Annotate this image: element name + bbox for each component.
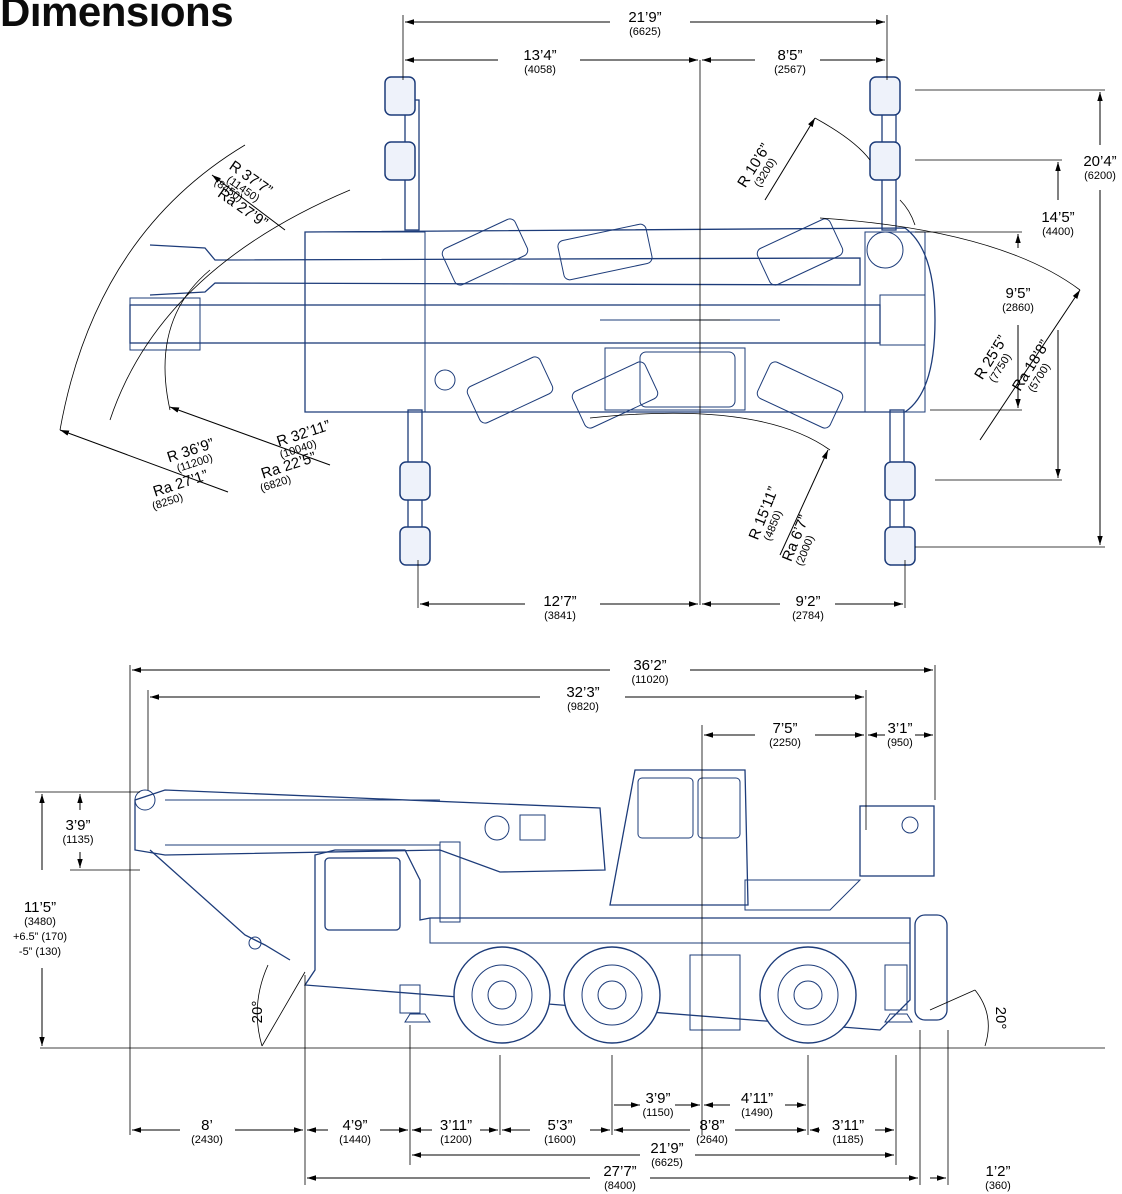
center-to-axle3-label: 4’11”: [741, 1090, 773, 1107]
width-retracted-mm: (2860): [1002, 302, 1034, 314]
center-to-rear-label: 8’5”: [777, 47, 802, 64]
turret-to-rear-label: 7’5”: [772, 720, 797, 737]
outrigger-pads: [384, 76, 916, 566]
turret-to-rear-mm: (2250): [769, 737, 801, 749]
side-view: 36’2” (11020) 32’3” (9820) 7’5” (2250) 3…: [13, 657, 1105, 1192]
outrigger-base-mm: (6625): [651, 1157, 683, 1169]
outrigger-to-axle1-label: 3’11”: [440, 1117, 472, 1134]
axle3-to-rear-outrigger-mm: (1185): [833, 1134, 864, 1146]
wheels-side: [453, 946, 857, 1044]
boom-length-mm: (9820): [567, 701, 599, 713]
outrigger-span-mid-label: 14’5”: [1041, 209, 1074, 226]
width-overall-mm: (6625): [629, 26, 661, 38]
outrigger-span-full-label: 20’4”: [1083, 153, 1116, 170]
wheels-top: [441, 218, 844, 429]
outrigger-span-full-mm: (6200): [1084, 170, 1116, 182]
approach-arc: [256, 964, 269, 1047]
axle1-to-axle2-mm: (1600): [544, 1134, 576, 1146]
boom-top: [129, 244, 881, 351]
width-overall-label: 21’9”: [628, 9, 661, 26]
outrigger-base-label: 21’9”: [650, 1140, 683, 1157]
axle1-to-axle2-label: 5’3”: [547, 1117, 572, 1134]
axle-span-mm: (2640): [696, 1134, 728, 1146]
rear-overhang-top-mm: (950): [887, 737, 913, 749]
rear-overhang-bottom-mm: (360): [985, 1180, 1011, 1192]
overall-height-minus: -5” (130): [19, 946, 61, 958]
departure-angle-label: 20°: [992, 1007, 1009, 1030]
top-view: 21’9” (6625) 13’4” (4058) 8’5” (2567) 12…: [59, 9, 1117, 622]
overall-height-label: 11’5”: [24, 899, 56, 916]
axle2-to-center-label: 3’9”: [645, 1090, 670, 1107]
front-to-outrigger-label: 4’9”: [342, 1117, 367, 1134]
boom-length-label: 32’3”: [566, 684, 599, 701]
width-retracted-label: 9’5”: [1005, 285, 1030, 302]
upper-cab: [609, 769, 935, 911]
boom-head-height-mm: (1135): [63, 834, 94, 846]
radius-leaders: [59, 117, 1081, 556]
overall-height-mm: (3480): [24, 916, 56, 928]
axle2-to-center-mm: (1150): [643, 1107, 674, 1119]
swing-arcs: [59, 117, 1081, 451]
axle-span-label: 8’8”: [699, 1117, 724, 1134]
outrigger-span-mid-mm: (4400): [1042, 226, 1074, 238]
outrigger-to-axle1-mm: (1200): [440, 1134, 472, 1146]
rear-outrigger-spread-label: 12’7”: [543, 593, 576, 610]
center-to-rear-mm: (2567): [774, 64, 806, 76]
center-to-front-outrigger-label: 9’2”: [795, 593, 820, 610]
axle3-to-rear-outrigger-label: 3’11”: [832, 1117, 864, 1134]
carrier-length-mm: (8400): [604, 1180, 636, 1192]
length-overall-mm: (11020): [631, 674, 668, 686]
boom-side: [134, 789, 606, 961]
front-to-outrigger-mm: (1440): [339, 1134, 371, 1146]
rear-overhang-top-label: 3’1”: [887, 720, 912, 737]
center-to-front-outrigger-mm: (2784): [792, 610, 824, 622]
page-title: Dimensions: [0, 0, 234, 35]
carrier-top: [304, 227, 936, 413]
front-overhang-mm: (2430): [191, 1134, 223, 1146]
boom-head-height-label: 3’9”: [65, 817, 90, 834]
rear-overhang-bottom-label: 1’2”: [985, 1163, 1010, 1180]
front-to-center-label: 13’4”: [523, 47, 556, 64]
center-to-axle3-mm: (1490): [741, 1107, 773, 1119]
front-to-center-mm: (4058): [524, 64, 556, 76]
rear-outrigger-spread-mm: (3841): [544, 610, 576, 622]
length-overall-label: 36’2”: [633, 657, 666, 674]
front-overhang-label: 8’: [201, 1117, 213, 1134]
approach-angle-label: 20°: [249, 1001, 266, 1024]
departure-arc: [974, 989, 989, 1047]
overall-height-plus: +6.5” (170): [13, 931, 67, 943]
carrier-length-label: 27’7”: [603, 1163, 636, 1180]
